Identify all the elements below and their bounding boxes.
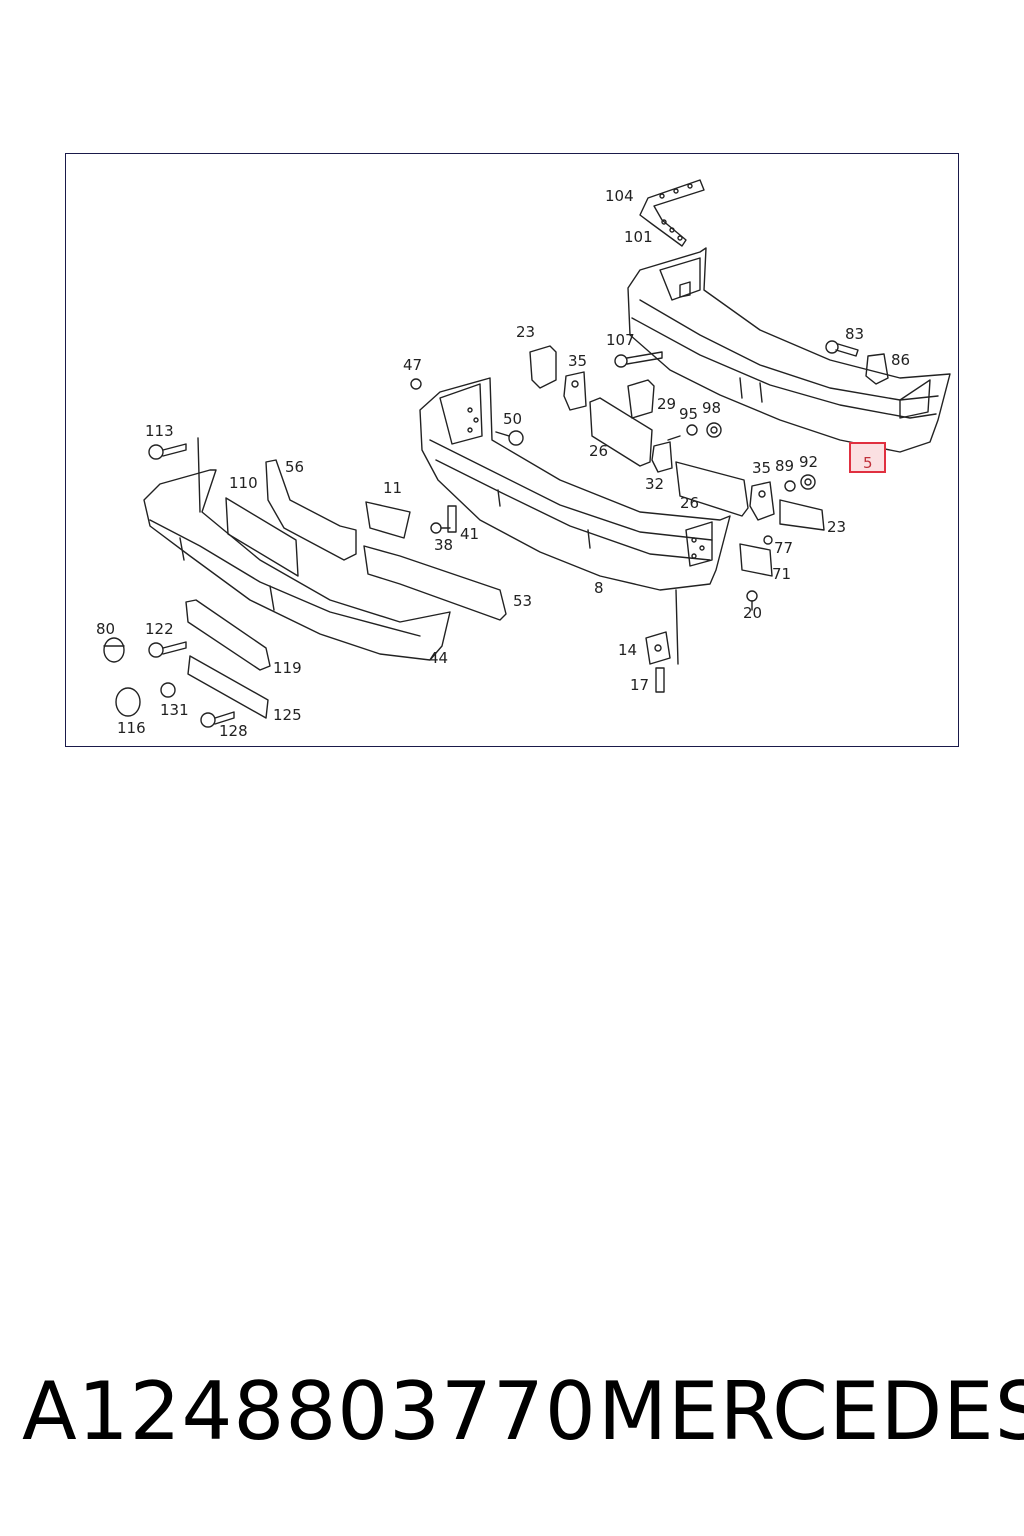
guide-23-top bbox=[529, 345, 557, 389]
bumper-44 bbox=[143, 469, 451, 661]
plug-80 bbox=[103, 637, 125, 663]
callout-56: 56 bbox=[285, 458, 304, 476]
parts-diagram: 104 101 23 107 35 83 86 47 29 95 98 50 1… bbox=[96, 179, 951, 740]
leader-lines bbox=[197, 437, 679, 665]
screw-122 bbox=[148, 641, 187, 658]
callout-23: 23 bbox=[516, 323, 535, 341]
callout-5: 5 bbox=[863, 454, 873, 472]
callout-23-bottom: 23 bbox=[827, 518, 846, 536]
plate-41 bbox=[447, 505, 457, 533]
clip-50 bbox=[495, 430, 524, 446]
callout-41: 41 bbox=[460, 525, 479, 543]
rear-bumper-5 bbox=[627, 247, 951, 453]
callout-116: 116 bbox=[117, 719, 146, 737]
bracket-119 bbox=[185, 599, 271, 671]
callout-113: 113 bbox=[145, 422, 174, 440]
callout-11: 11 bbox=[383, 479, 402, 497]
washers-95-98 bbox=[686, 422, 722, 438]
callout-53: 53 bbox=[513, 592, 532, 610]
plate-110 bbox=[225, 497, 299, 577]
callout-35-bottom: 35 bbox=[752, 459, 771, 477]
bumper-8 bbox=[419, 377, 731, 591]
callout-125: 125 bbox=[273, 706, 302, 724]
callout-77: 77 bbox=[774, 539, 793, 557]
grille-77-71 bbox=[739, 535, 773, 577]
part-11 bbox=[365, 501, 411, 539]
screw-107 bbox=[614, 351, 663, 368]
part-number: A1248803770 bbox=[22, 1365, 597, 1458]
callout-44: 44 bbox=[429, 649, 448, 667]
callout-89: 89 bbox=[775, 457, 794, 475]
callout-20: 20 bbox=[743, 604, 762, 622]
holder-35-top bbox=[563, 371, 587, 411]
strip-26-top bbox=[589, 397, 653, 467]
callout-80: 80 bbox=[96, 620, 115, 638]
callout-83: 83 bbox=[845, 325, 864, 343]
callout-101: 101 bbox=[624, 228, 653, 246]
callout-128: 128 bbox=[219, 722, 248, 740]
callout-104: 104 bbox=[605, 187, 634, 205]
washers-89-92 bbox=[784, 474, 816, 492]
screw-113 bbox=[148, 443, 187, 460]
cap-116 bbox=[115, 687, 141, 717]
callout-35: 35 bbox=[568, 352, 587, 370]
guide-23-bottom bbox=[779, 499, 825, 531]
callout-14: 14 bbox=[618, 641, 637, 659]
callout-119: 119 bbox=[273, 659, 302, 677]
holder-14 bbox=[645, 631, 671, 665]
screw-20 bbox=[746, 590, 758, 611]
plate-17 bbox=[655, 667, 665, 693]
clip-83 bbox=[825, 340, 859, 357]
callout-47: 47 bbox=[403, 356, 422, 374]
screw-38 bbox=[430, 522, 451, 534]
holder-35-bottom bbox=[749, 481, 775, 521]
bracket-strip-104-101 bbox=[639, 179, 705, 247]
callout-98: 98 bbox=[702, 399, 721, 417]
callout-32: 32 bbox=[645, 475, 664, 493]
callout-labels: 104 101 23 107 35 83 86 47 29 95 98 50 1… bbox=[96, 187, 910, 740]
strip-125 bbox=[187, 655, 269, 719]
parts-diagram-frame bbox=[65, 153, 959, 747]
callout-95: 95 bbox=[679, 405, 698, 423]
callout-110: 110 bbox=[229, 474, 258, 492]
callout-8: 8 bbox=[594, 579, 604, 597]
callout-107: 107 bbox=[606, 331, 635, 349]
highlight-box-5 bbox=[849, 442, 886, 473]
screw-128 bbox=[200, 711, 235, 728]
brand-name: MERCEDES bbox=[598, 1365, 1024, 1458]
strip-53 bbox=[363, 545, 507, 621]
strip-26-bottom bbox=[675, 461, 749, 517]
callout-17: 17 bbox=[630, 676, 649, 694]
nut-47 bbox=[410, 378, 422, 390]
bracket-86 bbox=[865, 353, 889, 385]
callout-122: 122 bbox=[145, 620, 174, 638]
strip-56 bbox=[265, 459, 357, 561]
callout-50: 50 bbox=[503, 410, 522, 428]
callout-86: 86 bbox=[891, 351, 910, 369]
callout-131: 131 bbox=[160, 701, 189, 719]
clip-131 bbox=[160, 682, 176, 698]
holder-32 bbox=[651, 435, 681, 473]
callout-38: 38 bbox=[434, 536, 453, 554]
callout-92: 92 bbox=[799, 453, 818, 471]
callout-26-bottom: 26 bbox=[680, 494, 699, 512]
callout-29: 29 bbox=[657, 395, 676, 413]
part-29 bbox=[627, 379, 655, 419]
callout-71: 71 bbox=[772, 565, 791, 583]
callout-26-top: 26 bbox=[589, 442, 608, 460]
